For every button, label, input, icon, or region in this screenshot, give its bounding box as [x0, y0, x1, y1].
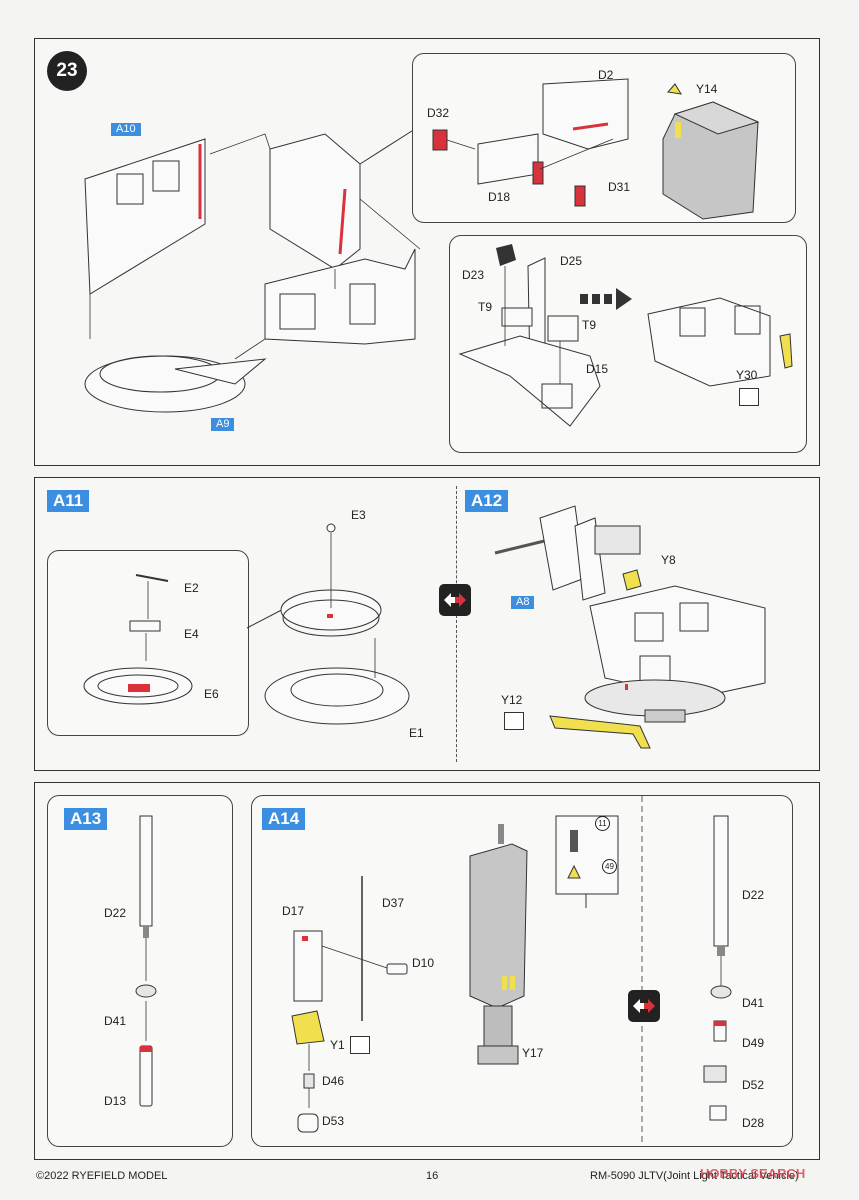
label-y1: Y1 — [330, 1038, 345, 1052]
a11-hatch-inset: E2 E4 E6 — [47, 550, 249, 736]
label-d18: D18 — [488, 190, 511, 204]
a13-a14-panel: A13 D22 D41 D13 A14 — [34, 782, 820, 1160]
watermark: HOBBY SEARCH — [700, 1166, 806, 1181]
label-e3: E3 — [351, 508, 366, 522]
label-d37: D37 — [382, 896, 405, 910]
a10-tag: A10 — [111, 123, 141, 136]
turret-assembly-drawing — [84, 128, 421, 413]
circled-number-49: 49 — [602, 859, 617, 874]
label-d52: D52 — [742, 1078, 765, 1092]
swap-arrow-icon — [439, 584, 471, 616]
label-d13: D13 — [104, 1094, 127, 1108]
label-d49: D49 — [742, 1036, 765, 1050]
label-d22-a13: D22 — [104, 906, 127, 920]
hatch-subassembly-drawing — [458, 244, 793, 427]
label-t9-right: T9 — [582, 318, 597, 332]
label-d23: D23 — [462, 268, 485, 282]
label-y30: Y30 — [736, 368, 758, 382]
label-d25: D25 — [560, 254, 583, 268]
a12-tag: A12 — [465, 490, 509, 512]
a14-inset: A14 — [251, 795, 793, 1147]
label-y17: Y17 — [522, 1046, 544, 1060]
a14-antenna-mount-drawing — [291, 796, 732, 1146]
a9-tag: A9 — [211, 418, 235, 431]
a13-tag: A13 — [64, 808, 108, 830]
label-e6: E6 — [204, 687, 219, 701]
label-d15: D15 — [586, 362, 609, 376]
label-d17: D17 — [282, 904, 305, 918]
section-divider — [456, 486, 457, 762]
cement-icon — [739, 388, 759, 406]
label-y12: Y12 — [501, 693, 523, 707]
a8-tag: A8 — [511, 596, 535, 609]
cement-icon-a12 — [504, 712, 524, 730]
label-e4: E4 — [184, 627, 199, 641]
label-d53: D53 — [322, 1114, 345, 1128]
a12-assembly-drawing — [494, 505, 766, 749]
d2-subassembly-inset: D32 D2 Y14 D18 D31 — [412, 53, 796, 223]
cement-icon-a14 — [350, 1036, 370, 1054]
label-d41-a14: D41 — [742, 996, 765, 1010]
step-23-panel: 23 A10 A9 — [34, 38, 820, 466]
label-y14: Y14 — [696, 82, 718, 96]
hatch-parts-drawing — [83, 574, 193, 705]
a11-a12-panel: A11 A12 E2 E4 E6 E3 E1 — [34, 477, 820, 771]
footer-kit-title: RM-5090 JLTV(Joint Light Tactical Vehicl… — [590, 1170, 799, 1182]
label-d10: D10 — [412, 956, 435, 970]
a14-tag: A14 — [262, 808, 306, 830]
a13-inset: A13 D22 D41 D13 — [47, 795, 233, 1147]
d2-subassembly-drawing — [432, 78, 760, 220]
label-d28: D28 — [742, 1116, 765, 1130]
a11-tag: A11 — [47, 490, 90, 512]
swap-arrow-icon-a14 — [628, 990, 660, 1022]
label-d31: D31 — [608, 180, 631, 194]
label-e1: E1 — [409, 726, 424, 740]
a11-assembly-drawing — [246, 523, 410, 725]
footer-page-number: 16 — [426, 1170, 439, 1182]
label-d46: D46 — [322, 1074, 345, 1088]
footer-copyright: ©2022 RYEFIELD MODEL — [36, 1170, 168, 1182]
hatch-subassembly-inset: D23 D25 T9 T9 D15 Y30 — [449, 235, 807, 453]
circled-number-11: 11 — [595, 816, 610, 831]
label-d22-a14: D22 — [742, 888, 765, 902]
step-number: 23 — [47, 51, 87, 91]
a13-antenna-drawing — [135, 815, 157, 1107]
label-d32: D32 — [427, 106, 450, 120]
label-d41-a13: D41 — [104, 1014, 127, 1028]
label-d2: D2 — [598, 68, 614, 82]
label-t9-left: T9 — [478, 300, 493, 314]
label-y8: Y8 — [661, 553, 676, 567]
label-e2: E2 — [184, 581, 199, 595]
